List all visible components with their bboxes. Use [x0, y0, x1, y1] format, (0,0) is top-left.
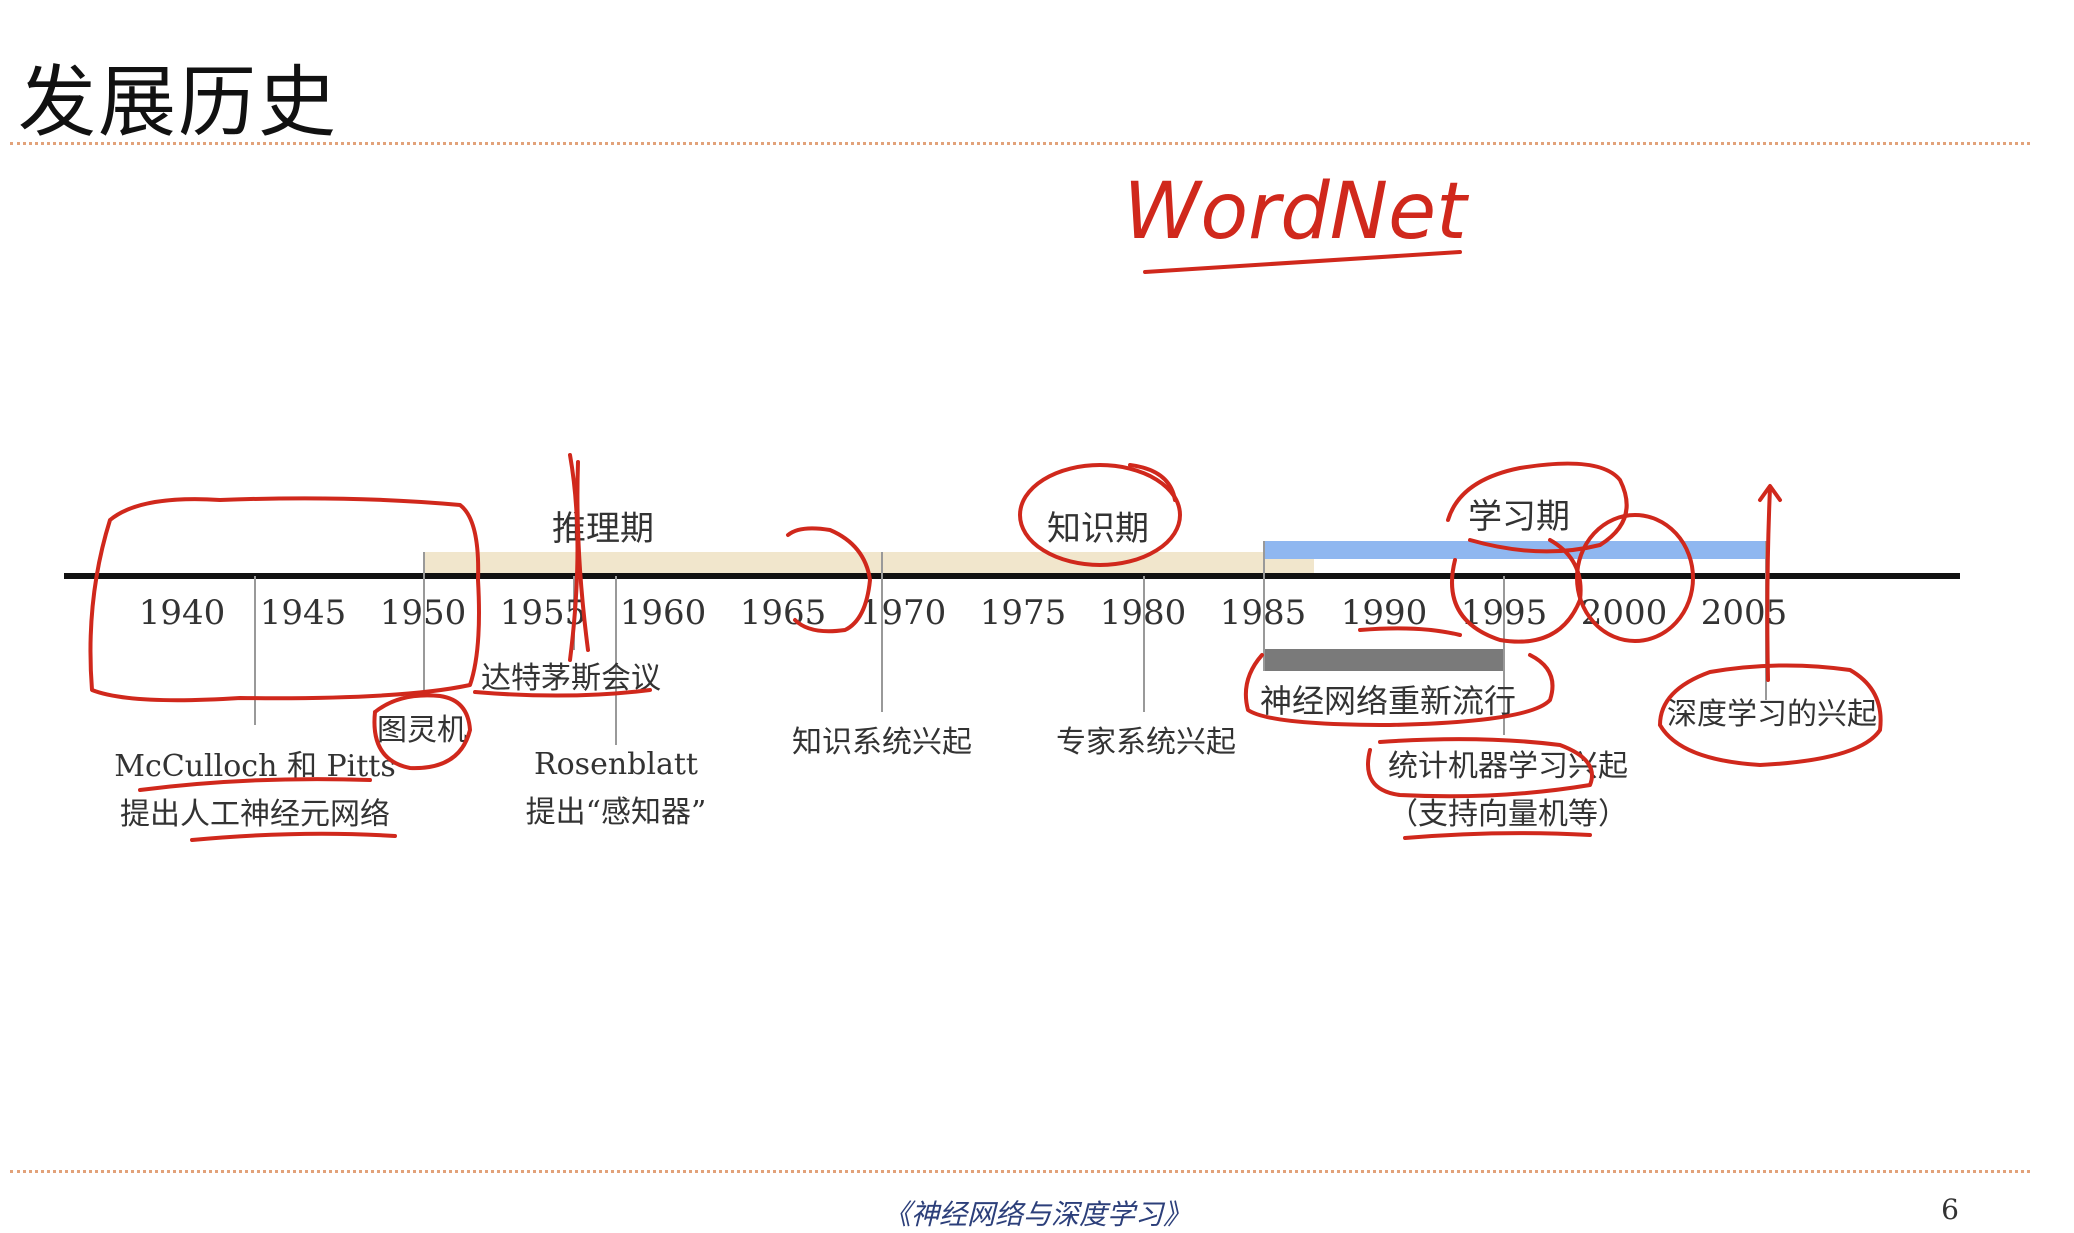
- tick-label: 1990: [1341, 593, 1428, 633]
- event-turing: 图灵机: [377, 713, 467, 748]
- bottom-divider: [10, 1170, 2030, 1173]
- tick-label: 2005: [1701, 593, 1788, 633]
- event-deep-learning: 深度学习的兴起: [1667, 697, 1877, 732]
- tick-label: 1940: [139, 593, 226, 633]
- handwritten-note: WordNet: [1123, 167, 1469, 257]
- period-label-learning: 学习期: [1468, 497, 1570, 537]
- period-label-knowledge: 知识期: [1047, 509, 1149, 549]
- period-label-reasoning: 推理期: [552, 509, 654, 549]
- event-rosenblatt-line2: 提出“感知器”: [526, 795, 707, 830]
- tick-label: 1960: [620, 593, 707, 633]
- event-statistical-ml-line2: （支持向量机等）: [1388, 797, 1628, 832]
- top-divider: [10, 142, 2030, 145]
- tick-label: 1980: [1100, 593, 1187, 633]
- handwritten-annotations: [88, 250, 1883, 842]
- tick-label: 2000: [1581, 593, 1668, 633]
- period-bar-reasoning: [424, 552, 882, 574]
- tick-label: 1985: [1220, 593, 1307, 633]
- tick-label: 1950: [380, 593, 467, 633]
- tick-label: 1975: [980, 593, 1067, 633]
- page-number: 6: [1941, 1193, 1959, 1226]
- tick-label: 1945: [260, 593, 347, 633]
- tick-label: 1970: [860, 593, 947, 633]
- tick-label: 1965: [740, 593, 827, 633]
- event-rosenblatt-line1: Rosenblatt: [534, 747, 698, 782]
- page-title: 发展历史: [18, 58, 339, 148]
- event-nn-revival: 神经网络重新流行: [1260, 682, 1516, 720]
- event-knowledge-systems: 知识系统兴起: [792, 725, 972, 760]
- footer-book-title: 《神经网络与深度学习》: [882, 1198, 1191, 1231]
- event-expert-systems: 专家系统兴起: [1056, 725, 1236, 760]
- event-mcculloch-line2: 提出人工神经元网络: [120, 797, 390, 832]
- nn-revival-bar: [1264, 649, 1504, 671]
